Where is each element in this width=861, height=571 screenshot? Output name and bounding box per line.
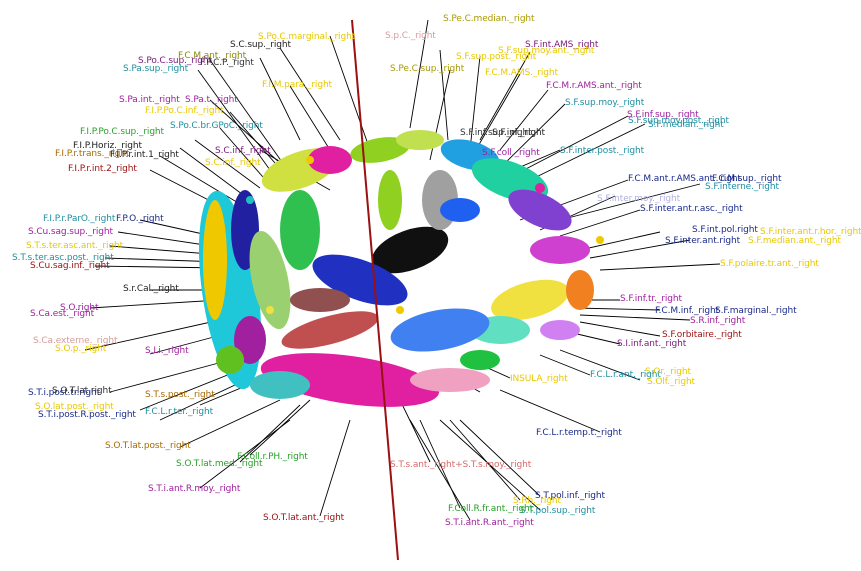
sulcus-label[interactable]: S.C.sup._right [230, 40, 291, 50]
sulcus-label[interactable]: S.F.inf.tr._right [620, 294, 682, 304]
sulcus-label[interactable]: S.T.i.ant.R.moy._right [148, 484, 241, 494]
sulcus-label[interactable]: S.T.i.post.tr.right [28, 388, 101, 398]
sulcus-label[interactable]: F.C.M.ant._right [178, 51, 247, 61]
sulcus-label[interactable]: S.Pe.C.sup._right [390, 64, 465, 74]
sulcus-label[interactable]: F.I.P.r.int.1_right [110, 150, 179, 160]
sulcus-label[interactable]: F.I.P.Po.C.sup._right [80, 127, 164, 137]
sulcus-label[interactable]: F.I.M.para._right [262, 80, 332, 90]
sulcus-label[interactable]: S.Cu.sag.sup._right [28, 227, 113, 237]
sulcus-label[interactable]: S.F.median._right [648, 120, 724, 130]
sulcus-label[interactable]: F.C.M.r.AMS.ant._right [546, 81, 642, 91]
sulcus-label[interactable]: F.P.C.P._right [200, 58, 254, 68]
sulcus-label[interactable]: S.F.inter.post._right [560, 146, 645, 156]
sulcus-label[interactable]: F.I.P.r.trans._right [55, 149, 130, 159]
sulcus-label[interactable]: S.O.T.lat.post._right [105, 441, 191, 451]
sulcus-label[interactable]: S.F.polaire.tr.ant._right [720, 259, 819, 269]
sulcus-label[interactable]: F.C.M.inf._right [655, 306, 719, 316]
sulcus-label[interactable]: S.Olf._right [647, 377, 695, 387]
sulcus-label[interactable]: S.Po.C.sup._right [138, 56, 212, 66]
sulcus-label[interactable]: S.F.int.AMS_right [525, 40, 599, 50]
sulcus-label[interactable]: F.C.L.r.temp.t._right [536, 428, 622, 438]
sulcus-label[interactable]: S.T.i.post.R.post._right [38, 410, 136, 420]
sulcus-label[interactable]: S.F.coll._right [482, 148, 540, 158]
sulcus-label[interactable]: S.p.C._right [385, 31, 436, 41]
sulcus-label[interactable]: S.T.i.ant.R.ant._right [445, 518, 534, 528]
sulcus-label[interactable]: S.O.T.lat.med._right [176, 459, 263, 469]
sulcus-label[interactable]: F.Coll.R.fr.ant._right [448, 504, 533, 514]
sulcus-label[interactable]: S.O.lat.post._right [35, 402, 114, 412]
sulcus-label[interactable]: S.r.Cal._right [123, 284, 179, 294]
sulcus-label[interactable]: S.O.T.lat.right [52, 386, 112, 396]
sulcus-label[interactable]: S.Po.C.br.GPoC._right [170, 121, 263, 131]
sulcus-label[interactable]: S.F.inter.ant.right [665, 236, 741, 246]
sulcus-label[interactable]: S.F.inter.moy._right [597, 194, 680, 204]
sulcus-label[interactable]: F.I.P.r.int.2_right [68, 164, 137, 174]
sulcus-label[interactable]: S.Li._right [145, 346, 189, 356]
sulcus-label[interactable]: F.I.P.r.ParO._right [43, 214, 116, 224]
sulcus-label[interactable]: S.T.s.post._right [145, 390, 215, 400]
sulcus-label[interactable]: S.F.interne._right [705, 182, 779, 192]
sulcus-label[interactable]: S.Ca.est._right [30, 309, 94, 319]
sulcus-label[interactable]: F.Coll.r.PH._right [237, 452, 308, 462]
sulcus-label[interactable]: S.O.right [60, 303, 99, 313]
sulcus-label[interactable]: S.F.inf.sup._right [627, 110, 699, 120]
sulcus-label[interactable]: S.Pe.C.median._right [443, 14, 535, 24]
sulcus-label[interactable]: F.P.O._right [116, 214, 164, 224]
sulcus-label[interactable]: F.I.P.Horiz._right [73, 141, 142, 151]
sulcus-label[interactable]: S.T.s.ter.asc.ant._right [26, 241, 124, 251]
sulcus-label[interactable]: S.Pa.t._right [185, 95, 238, 105]
sulcus-label[interactable]: F.I.P.Po.C.inf._right [145, 106, 224, 116]
sulcus-label[interactable]: S.F.sup.moy.ant._right [498, 46, 595, 56]
sulcus-label[interactable]: S.Po.C.marginal._right [258, 32, 356, 42]
sulcus-label[interactable]: F.C.M.AMS._right [485, 68, 558, 78]
sulcus-label[interactable]: S.F.marginal._right [715, 306, 797, 316]
sulcus-label[interactable]: S.F.sup.moy._right [565, 98, 645, 108]
sulcus-label[interactable]: S.O.T.lat.ant._right [263, 513, 345, 523]
sulcus-label[interactable]: S.F.inter.ant.r.hor._right [760, 227, 861, 237]
sulcus-label[interactable]: F.C.L.r.ant._right [590, 370, 661, 380]
sulcus-label[interactable]: S.Or._right [645, 367, 691, 377]
sulcus-label[interactable]: S.F.int.pol.right [692, 225, 758, 235]
sulcus-label[interactable]: S.Cu.sag.inf._right [30, 261, 110, 271]
sulcus-label[interactable]: S.F.median.ant._right [748, 236, 841, 246]
sulcus-label[interactable]: S.Pa.sup._right [123, 64, 189, 74]
sulcus-label[interactable]: S.F.orbitaire._right [662, 330, 742, 340]
sulcus-label[interactable]: F.C.L.r.ter._right [145, 407, 213, 417]
brain-sulci-meshes[interactable] [188, 130, 604, 416]
sulcus-label[interactable]: S.T.pol.inf._right [535, 491, 605, 501]
sulcus-label[interactable]: S.F.sup.post._right [456, 52, 537, 62]
sulcus-label[interactable]: F.C.M.ant.r.AMS.ant._right [628, 174, 741, 184]
sulcus-label[interactable]: S.O.p._right [55, 344, 107, 354]
sulcus-label[interactable]: S.F.sup.moy.post._right [628, 116, 729, 126]
sulcus-label[interactable]: S.T.s.ter.asc.post._right [12, 253, 114, 263]
sulcus-label[interactable]: S.Ca.externe._right [33, 336, 118, 346]
sulcus-label[interactable]: S.F.inter.ant.r.asc._right [640, 204, 743, 214]
sulcus-label[interactable]: S.F.inf._right [492, 128, 545, 138]
sulcus-label[interactable]: S.Rh._right [513, 496, 561, 506]
sulcus-label[interactable]: S.T.s.ant._right+S.T.s.moy._right [390, 460, 532, 470]
vertical-axis [351, 19, 399, 561]
sulcus-label[interactable]: INSULA_right [510, 374, 568, 384]
sulcus-label[interactable]: S.F.inf.sup._right [460, 128, 532, 138]
sulcus-label[interactable]: S.T.pol.sup._right [520, 506, 596, 516]
sulcus-label[interactable]: S.Pa.int._right [119, 95, 180, 105]
sulcus-label[interactable]: S.C.inf._right [215, 146, 271, 156]
sulcus-label[interactable]: F.C.M.sup._right [712, 174, 782, 184]
sulcus-label[interactable]: S.R.inf._right [690, 316, 746, 326]
sulcus-label[interactable]: S.C.inf._right [205, 158, 261, 168]
sulcus-label[interactable]: S.I.inf.ant._right [617, 339, 687, 349]
